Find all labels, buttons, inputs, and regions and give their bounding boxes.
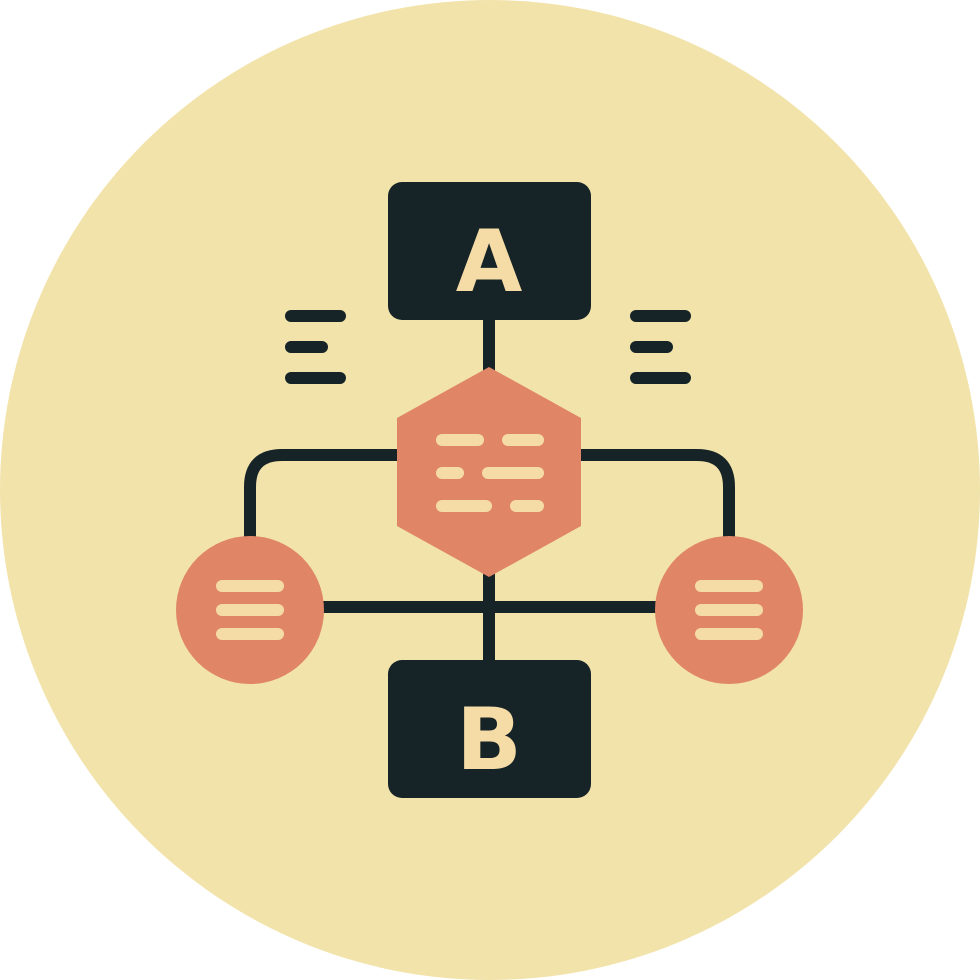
box-b-label: B [456,690,522,790]
connector-lines [244,312,735,669]
left-side-note-lines [285,310,346,384]
box-a [388,182,591,320]
box-b [388,660,591,798]
decision-text-lines [436,434,544,512]
left-option-text-lines [216,580,284,640]
connector-decision-to-right [575,449,735,546]
right-side-note-lines [630,310,691,384]
connector-decision-to-left [244,449,405,546]
box-a-label: A [456,212,523,312]
right-option-text-lines [695,580,763,640]
